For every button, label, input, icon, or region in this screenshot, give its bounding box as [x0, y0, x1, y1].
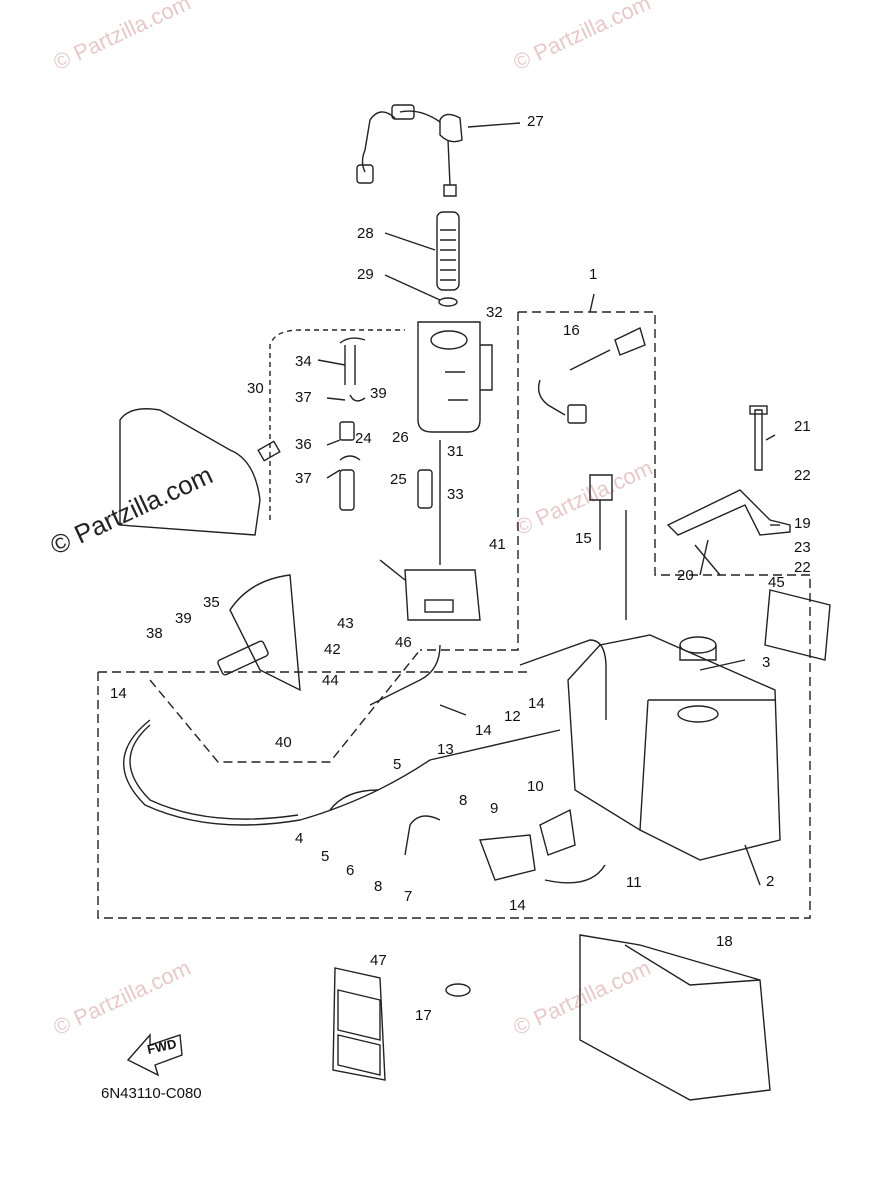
callout-12: 12	[504, 708, 521, 725]
callout-13: 13	[437, 741, 454, 758]
callout-15: 15	[575, 530, 592, 547]
callout-9: 9	[490, 800, 499, 817]
callout-8: 8	[459, 792, 468, 809]
callout-34: 34	[295, 353, 312, 370]
callout-24: 24	[355, 430, 372, 447]
callout-22: 22	[794, 559, 811, 576]
callout-36: 36	[295, 436, 312, 453]
callout-14: 14	[509, 897, 526, 914]
callout-18: 18	[716, 933, 733, 950]
callout-43: 43	[337, 615, 354, 632]
callout-2: 2	[766, 873, 775, 890]
callout-45: 45	[768, 574, 785, 591]
callout-32: 32	[486, 304, 503, 321]
callout-1: 1	[589, 266, 598, 283]
callout-22: 22	[794, 467, 811, 484]
callout-14: 14	[475, 722, 492, 739]
callout-31: 31	[447, 443, 464, 460]
callout-5: 5	[321, 848, 330, 865]
callout-40: 40	[275, 734, 292, 751]
callout-11: 11	[626, 874, 642, 891]
callout-7: 7	[404, 888, 413, 905]
callout-35: 35	[203, 594, 220, 611]
callout-38: 38	[146, 625, 163, 642]
callout-30: 30	[247, 380, 264, 397]
callout-21: 21	[794, 418, 811, 435]
callout-23: 23	[794, 539, 811, 556]
diagram-code: 6N43110-C080	[101, 1085, 202, 1102]
group-1-border	[518, 311, 810, 576]
callout-42: 42	[324, 641, 341, 658]
callout-47: 47	[370, 952, 387, 969]
callout-20: 20	[677, 567, 694, 584]
callout-26: 26	[392, 429, 409, 446]
callout-39: 39	[370, 385, 387, 402]
callout-25: 25	[390, 471, 407, 488]
callout-4: 4	[295, 830, 304, 847]
callout-3: 3	[762, 654, 771, 671]
callout-14: 14	[528, 695, 545, 712]
callout-19: 19	[794, 515, 811, 532]
callout-39: 39	[175, 610, 192, 627]
callout-10: 10	[527, 778, 544, 795]
callout-29: 29	[357, 266, 374, 283]
callout-14: 14	[110, 685, 127, 702]
callout-27: 27	[527, 113, 544, 130]
callout-16: 16	[563, 322, 580, 339]
group-2-border	[97, 575, 811, 919]
callout-37: 37	[295, 470, 312, 487]
callout-44: 44	[322, 672, 339, 689]
callout-46: 46	[395, 634, 412, 651]
callout-41: 41	[489, 536, 506, 553]
callout-28: 28	[357, 225, 374, 242]
callout-5: 5	[393, 756, 402, 773]
callout-6: 6	[346, 862, 355, 879]
callout-17: 17	[415, 1007, 432, 1024]
callout-33: 33	[447, 486, 464, 503]
callout-37: 37	[295, 389, 312, 406]
callout-8: 8	[374, 878, 383, 895]
